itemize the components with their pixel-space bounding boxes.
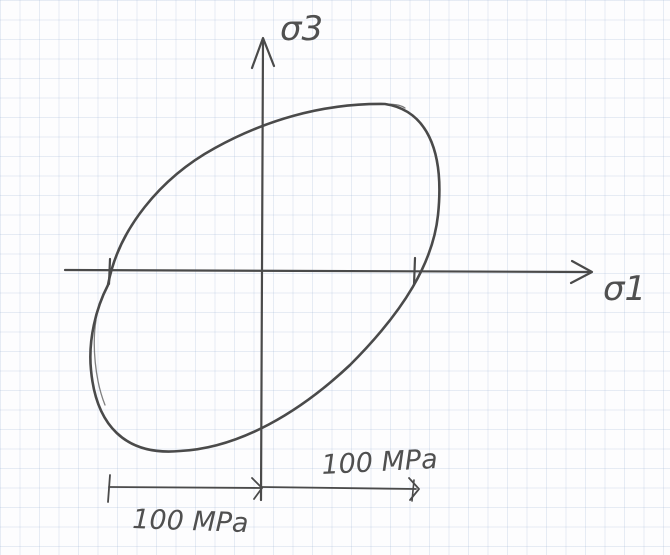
sigma1-axis [63,268,592,274]
sigma3-axis-arrowhead [250,36,276,70]
sigma1-axis-label: σ1 [603,269,646,309]
dimension-arrow-center [251,477,263,500]
tick-mark-right [412,256,417,287]
sigma3-axis [259,38,265,502]
sigma3-axis-label: σ3 [280,9,323,49]
dimension-label-upper: 100 MPa [321,444,439,481]
dimension-line-left [108,486,263,489]
yield-ellipse-retrace [384,103,406,109]
dimension-line-right [260,486,417,490]
sigma1-axis-arrowhead [569,259,594,285]
dimension-tick-left [107,474,111,503]
yield-ellipse [89,102,441,453]
dimension-label-lower: 100 MPa [132,504,249,539]
yield-ellipse-retrace-lower [93,319,106,406]
dimension-tick-right [411,479,415,502]
